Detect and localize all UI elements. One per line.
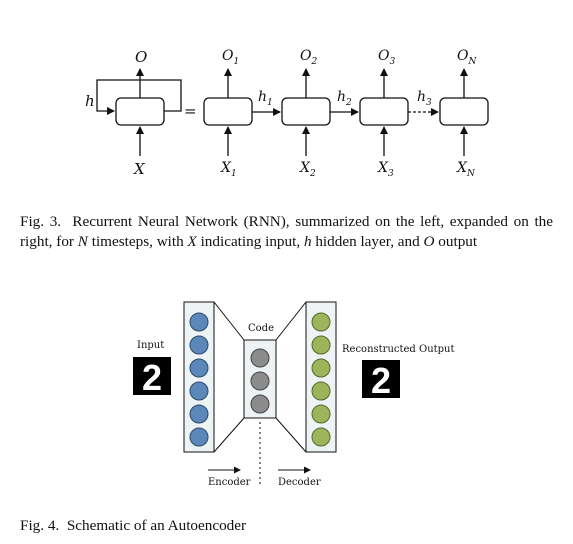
encoder-arrow: Encoder (208, 466, 251, 488)
hidden-label: h1 (258, 89, 273, 108)
input-node (189, 427, 209, 447)
hidden-label: h3 (417, 89, 432, 108)
svg-text:2: 2 (371, 360, 391, 401)
autoencoder-diagram: Code Input Reconstructed Output 2 2 Enco… (133, 301, 455, 488)
folded-hidden-label: h (85, 92, 95, 110)
rnn-folded-cell: O X h (85, 48, 182, 178)
output-label: ON (457, 48, 477, 67)
code-node (250, 371, 270, 391)
code-node (250, 394, 270, 414)
input-node (189, 358, 209, 378)
reconstructed-output-label: Reconstructed Output (342, 344, 455, 355)
autoencoder-figure: Code Input Reconstructed Output 2 2 Enco… (0, 290, 573, 505)
hidden-link-1: h1 (252, 89, 281, 116)
rnn-figure: O X h = O1 X1 O2 X2 O3 X3 ON XN h1 (0, 0, 573, 210)
rnn-step-3: O3 X3 (359, 48, 409, 179)
decoder-arrow: Decoder (278, 466, 321, 488)
output-node (311, 358, 331, 378)
input-label: Input (137, 340, 164, 351)
input-node (189, 312, 209, 332)
folded-input-label: X (133, 160, 146, 178)
output-label: O1 (222, 48, 239, 67)
rnn-step-2: O2 X2 (281, 48, 331, 179)
output-digit-image: 2 (362, 360, 400, 401)
encoder-funnel (213, 301, 307, 453)
input-label: X1 (220, 160, 237, 179)
code-label: Code (248, 323, 274, 334)
input-node (189, 335, 209, 355)
hidden-link-3: h3 (408, 89, 439, 116)
input-label: X2 (299, 160, 316, 179)
input-label: X3 (377, 160, 394, 179)
input-digit-image: 2 (133, 357, 171, 398)
encoder-label: Encoder (208, 477, 251, 488)
input-layer (183, 301, 215, 453)
output-node (311, 312, 331, 332)
input-node (189, 381, 209, 401)
rnn-step-1: O1 X1 (203, 48, 253, 179)
output-label: O3 (378, 48, 395, 67)
rnn-step-n: ON XN (439, 48, 489, 179)
code-node (250, 348, 270, 368)
input-node (189, 404, 209, 424)
output-label: O2 (300, 48, 317, 67)
output-node (311, 427, 331, 447)
svg-text:2: 2 (142, 357, 162, 398)
input-label: XN (456, 160, 476, 179)
rnn-diagram: O X h = O1 X1 O2 X2 O3 X3 ON XN h1 (85, 48, 489, 179)
equals-sign: = (184, 102, 197, 120)
hidden-link-2: h2 (330, 89, 359, 116)
output-node (311, 404, 331, 424)
figure-3-caption: Fig. 3. Recurrent Neural Network (RNN), … (20, 213, 554, 250)
output-node (311, 335, 331, 355)
code-layer (243, 339, 277, 419)
figure-4-caption: Fig. 4. Schematic of an Autoencoder (20, 517, 247, 534)
decoder-label: Decoder (278, 477, 321, 488)
hidden-label: h2 (337, 89, 352, 108)
output-node (311, 381, 331, 401)
output-layer (305, 301, 337, 453)
folded-output-label: O (135, 48, 147, 66)
